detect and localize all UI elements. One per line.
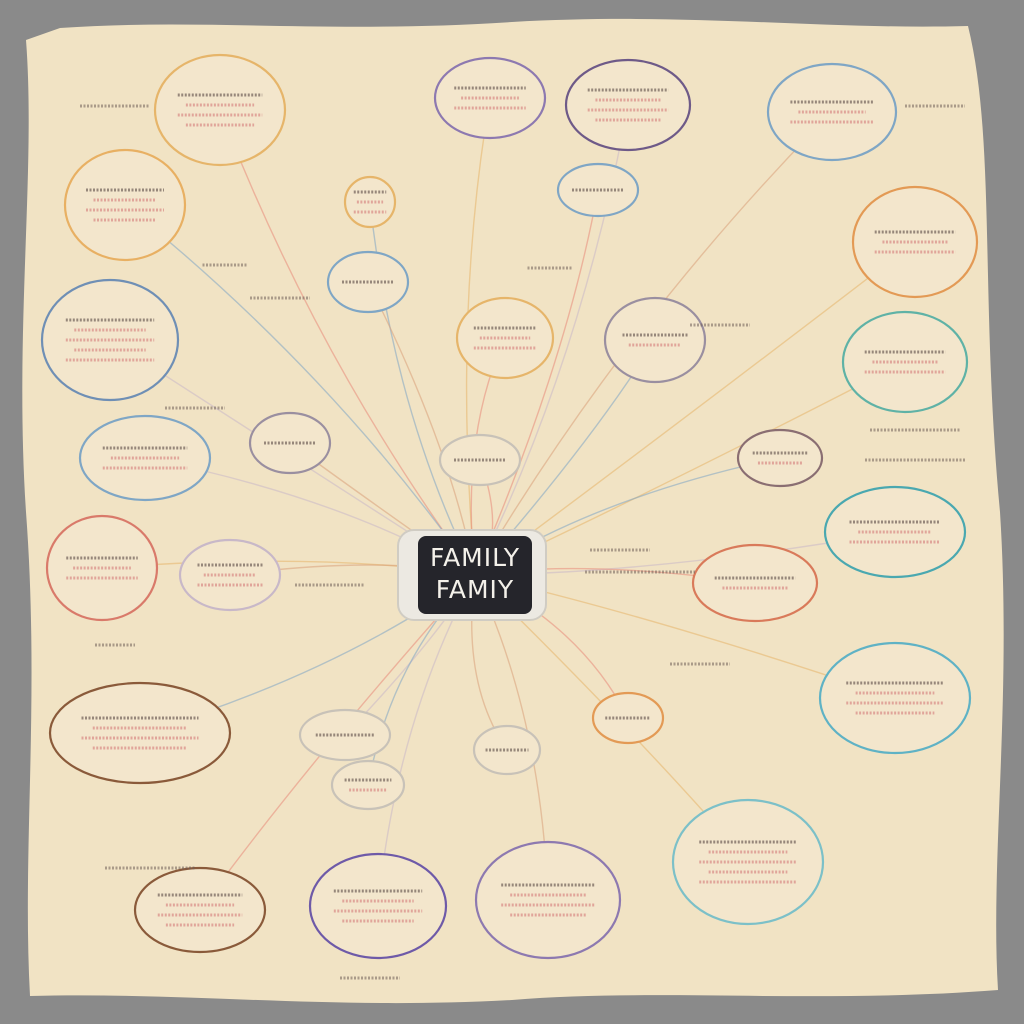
topic-bubble[interactable] bbox=[472, 724, 542, 776]
topic-bubble-outline bbox=[40, 278, 180, 402]
connector-line bbox=[219, 109, 476, 576]
topic-bubble[interactable] bbox=[40, 278, 180, 402]
topic-bubbles bbox=[40, 53, 979, 960]
topic-bubble[interactable] bbox=[841, 310, 969, 414]
topic-bubble[interactable] bbox=[818, 641, 972, 755]
topic-bubble-outline bbox=[736, 428, 824, 488]
topic-bubble[interactable] bbox=[78, 414, 212, 502]
topic-bubble[interactable] bbox=[298, 708, 392, 762]
topic-bubble[interactable] bbox=[433, 56, 547, 140]
topic-bubble[interactable] bbox=[330, 759, 406, 811]
topic-bubble[interactable] bbox=[671, 798, 825, 926]
topic-bubble[interactable] bbox=[178, 538, 282, 612]
connector-line bbox=[474, 189, 599, 576]
topic-bubble[interactable] bbox=[736, 428, 824, 488]
connector-line bbox=[124, 204, 476, 576]
topic-bubble-outline bbox=[78, 414, 212, 502]
topic-bubble[interactable] bbox=[63, 148, 187, 262]
topic-bubble-outline bbox=[603, 296, 707, 384]
topic-bubble-outline bbox=[48, 681, 232, 785]
central-title-line-2: FAMIY bbox=[436, 575, 514, 604]
topic-bubble[interactable] bbox=[343, 175, 397, 229]
topic-bubble[interactable] bbox=[308, 852, 448, 960]
topic-bubble-outline bbox=[343, 175, 397, 229]
topic-bubble[interactable] bbox=[603, 296, 707, 384]
topic-bubble[interactable] bbox=[556, 162, 640, 218]
topic-bubble-outline bbox=[691, 543, 819, 623]
topic-bubble-outline bbox=[133, 866, 267, 954]
topic-bubble-outline bbox=[153, 53, 287, 167]
central-node-screen bbox=[418, 536, 532, 614]
topic-bubble-outline bbox=[671, 798, 825, 926]
topic-bubble[interactable] bbox=[438, 433, 522, 487]
topic-bubble[interactable] bbox=[564, 58, 692, 152]
topic-bubble[interactable] bbox=[326, 250, 410, 314]
central-title-line-1: FAMILY bbox=[430, 543, 520, 572]
topic-bubble[interactable] bbox=[591, 691, 665, 745]
topic-bubble-outline bbox=[308, 852, 448, 960]
topic-bubble[interactable] bbox=[691, 543, 819, 623]
topic-bubble[interactable] bbox=[153, 53, 287, 167]
central-node[interactable]: FAMILY FAMIY bbox=[397, 529, 547, 621]
topic-bubble[interactable] bbox=[474, 840, 622, 960]
topic-bubble-outline bbox=[474, 840, 622, 960]
topic-bubble[interactable] bbox=[823, 485, 967, 579]
topic-bubble[interactable] bbox=[45, 514, 159, 622]
topic-bubble[interactable] bbox=[248, 411, 332, 475]
topic-bubble[interactable] bbox=[133, 866, 267, 954]
topic-bubble[interactable] bbox=[48, 681, 232, 785]
topic-bubble-outline bbox=[766, 62, 898, 162]
topic-bubble-outline bbox=[564, 58, 692, 152]
topic-bubble[interactable] bbox=[766, 62, 898, 162]
connector-line bbox=[474, 241, 916, 576]
paper-sheet bbox=[22, 18, 1004, 1004]
topic-bubble-outline bbox=[63, 148, 187, 262]
topic-bubble[interactable] bbox=[455, 296, 555, 380]
topic-bubble[interactable] bbox=[851, 185, 979, 299]
topic-bubble-outline bbox=[330, 759, 406, 811]
branch-label-scribbles bbox=[80, 104, 965, 980]
topic-bubble-outline bbox=[818, 641, 972, 755]
